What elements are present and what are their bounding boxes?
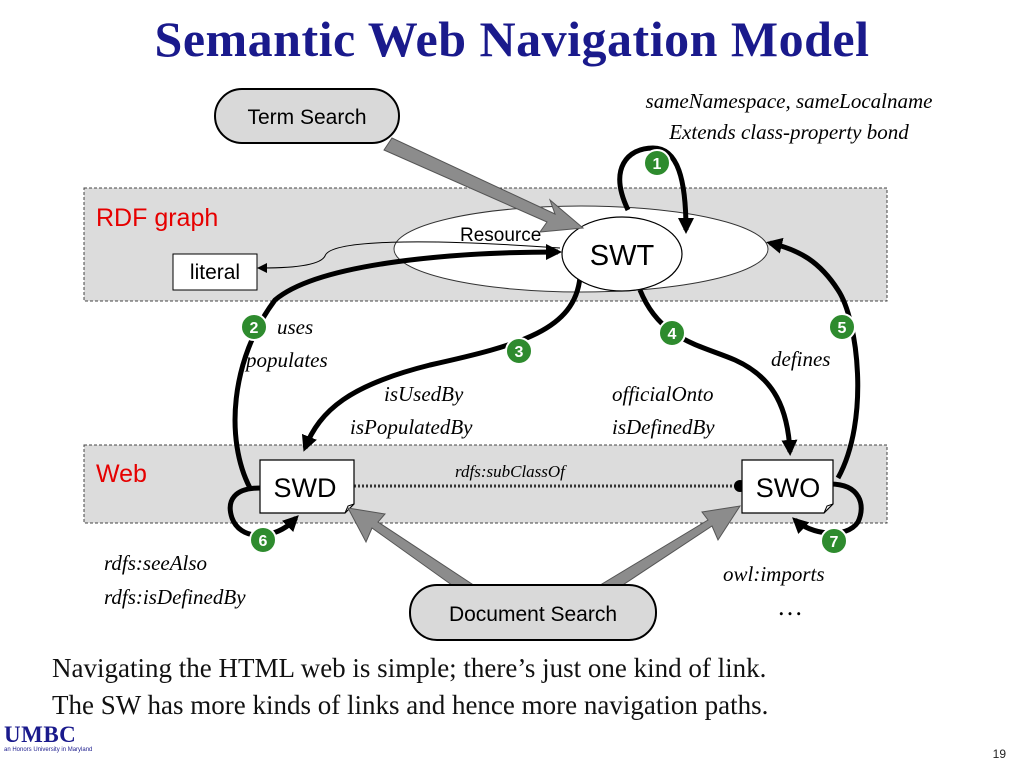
arrow-imports-loop <box>792 481 864 536</box>
populates-label: populates <box>244 348 328 372</box>
subclass-label: rdfs:subClassOf <box>455 462 567 481</box>
badge-4: 4 <box>658 319 686 347</box>
rdfs-is-defined-by-label: rdfs:isDefinedBy <box>104 585 246 609</box>
web-label: Web <box>96 460 147 488</box>
swd-label: SWD <box>274 473 337 503</box>
umbc-logo-tagline: an Honors University in Maryland <box>4 747 93 753</box>
is-used-by-label: isUsedBy <box>384 382 464 406</box>
literal-link-arrow <box>257 241 561 273</box>
page-number: 19 <box>992 747 1006 761</box>
arrow-is-used-by <box>301 276 583 452</box>
arrow-defines <box>766 237 861 480</box>
defines-label: defines <box>771 347 830 371</box>
top-annotation-line2: Extends class-property bond <box>668 120 909 144</box>
umbc-logo: UMBC an Honors University in Maryland <box>4 722 92 753</box>
swo-node <box>741 459 834 514</box>
top-annotation-line1: sameNamespace, sameLocalname <box>646 89 933 113</box>
svg-text:4: 4 <box>668 326 677 343</box>
is-populated-by-label: isPopulatedBy <box>350 415 473 439</box>
svg-text:6: 6 <box>259 533 268 550</box>
document-search-box[interactable] <box>409 584 657 641</box>
swt-label: SWT <box>590 240 655 272</box>
uses-label: uses <box>277 315 313 339</box>
umbc-logo-name: UMBC <box>4 722 77 747</box>
arrow-self-loop <box>617 145 694 234</box>
resource-label: Resource <box>460 225 541 246</box>
slide-title: Semantic Web Navigation Model <box>154 11 870 67</box>
arrow-uses <box>232 244 562 490</box>
official-onto-label: officialOnto <box>612 382 714 406</box>
svg-text:7: 7 <box>830 534 839 551</box>
term-search-box[interactable] <box>214 88 400 144</box>
literal-label: literal <box>190 261 240 284</box>
badge-1: 1 <box>643 149 671 177</box>
swt-node <box>561 216 683 292</box>
footer-line-1: Navigating the HTML web is simple; there… <box>52 653 767 683</box>
badge-5: 5 <box>828 313 856 341</box>
badge-7: 7 <box>820 527 848 555</box>
term-search-label: Term Search <box>247 106 366 129</box>
footer-text: Navigating the HTML web is simple; there… <box>52 650 768 724</box>
document-search-label: Document Search <box>449 603 617 626</box>
badge-3: 3 <box>505 337 533 365</box>
svg-text:3: 3 <box>515 344 524 361</box>
term-search-arrow <box>383 137 585 233</box>
ellipsis-label: … <box>777 592 803 621</box>
see-also-label: rdfs:seeAlso <box>104 551 207 575</box>
svg-text:1: 1 <box>653 156 662 173</box>
arrow-see-also-loop <box>227 485 299 538</box>
swo-label: SWO <box>756 473 821 503</box>
svg-text:2: 2 <box>250 320 259 337</box>
footer-line-2: The SW has more kinds of links and hence… <box>52 690 769 720</box>
owl-imports-label: owl:imports <box>723 562 825 586</box>
literal-box <box>172 253 258 291</box>
badge-6: 6 <box>249 526 277 554</box>
is-defined-by-label: isDefinedBy <box>612 415 715 439</box>
svg-text:5: 5 <box>838 320 847 337</box>
badge-2: 2 <box>240 313 268 341</box>
rdf-graph-label: RDF graph <box>96 204 218 232</box>
